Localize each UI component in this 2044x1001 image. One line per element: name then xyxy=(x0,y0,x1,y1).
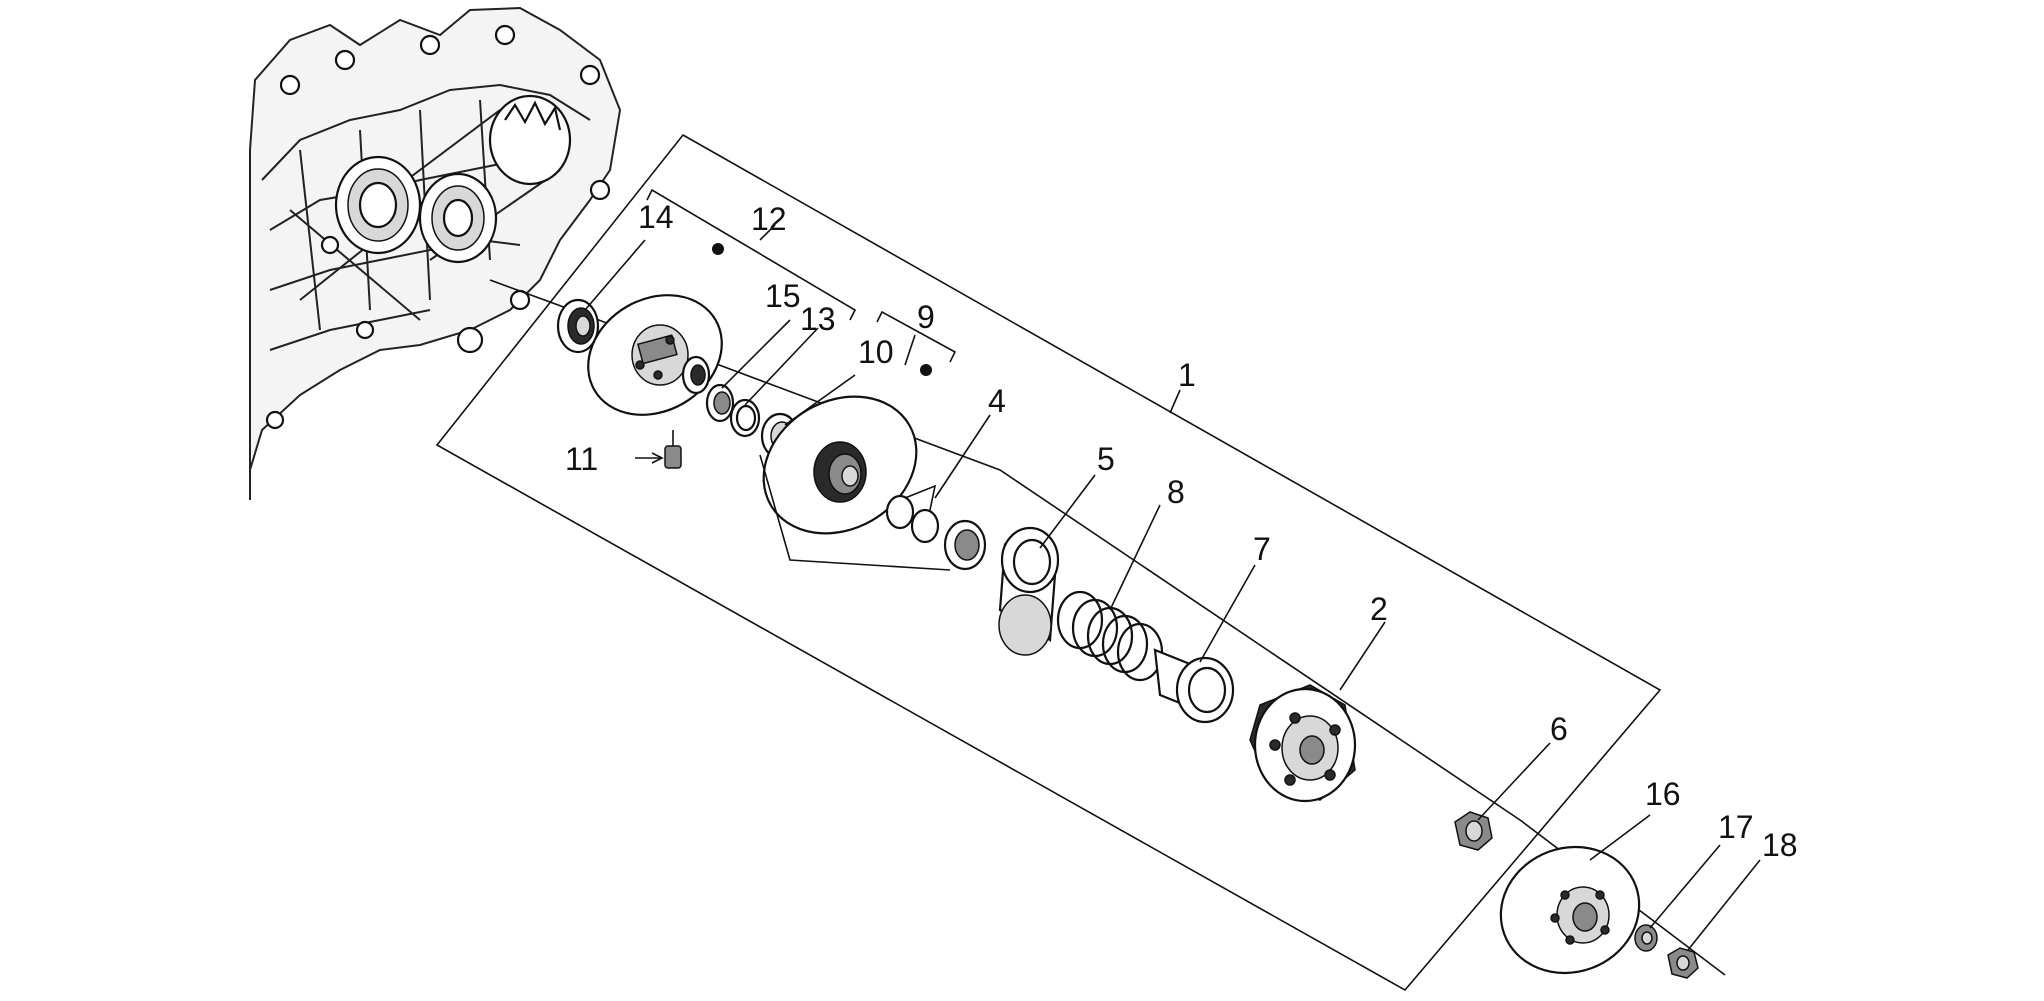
engine-crankcase xyxy=(249,6,622,500)
callout-18: 18 xyxy=(1762,827,1798,863)
part-7-spring-cup xyxy=(1153,648,1235,724)
group-link-4 xyxy=(759,454,951,571)
callout-4: 4 xyxy=(988,383,1006,419)
callout-5: 5 xyxy=(1097,441,1115,477)
part-11-screw xyxy=(635,430,682,469)
part-9-movable-pulley xyxy=(762,395,918,535)
part-2-clutch xyxy=(1249,684,1357,803)
part-5-sleeve xyxy=(998,526,1060,656)
bracket-12 xyxy=(646,188,857,321)
part-16-clutch-bell xyxy=(1499,845,1641,975)
callout-12: 12 xyxy=(751,201,787,237)
callout-15: 15 xyxy=(765,278,801,314)
part-8-spring xyxy=(1056,590,1164,682)
part-6-nut xyxy=(1454,811,1493,851)
callout-11: 11 xyxy=(565,441,598,477)
reference-dot-9 xyxy=(920,364,932,376)
callout-10: 10 xyxy=(858,334,894,370)
part-15-bushing xyxy=(705,383,735,423)
callout-9: 9 xyxy=(917,299,935,335)
reference-dot-12 xyxy=(712,243,724,255)
callout-13: 13 xyxy=(800,301,836,337)
callout-14: 14 xyxy=(638,199,674,235)
callout-8: 8 xyxy=(1167,474,1185,510)
part-18-nut xyxy=(1667,947,1699,979)
kit-outline-1 xyxy=(435,133,1662,992)
callout-1: 1 xyxy=(1178,357,1196,393)
part-12-fixed-pulley xyxy=(587,294,723,416)
bracket-9 xyxy=(876,310,957,363)
callout-6: 6 xyxy=(1550,711,1568,747)
part-4-ring xyxy=(943,519,987,571)
part-13-o-ring xyxy=(729,398,761,438)
callout-16: 16 xyxy=(1645,776,1681,812)
callout-7: 7 xyxy=(1253,531,1271,567)
callout-17: 17 xyxy=(1718,809,1754,845)
callout-2: 2 xyxy=(1370,591,1388,627)
part-14-oil-seal xyxy=(556,298,600,354)
part-4-o-rings xyxy=(885,484,940,544)
part-17-washer xyxy=(1634,924,1658,952)
leader-lines xyxy=(584,224,1761,951)
